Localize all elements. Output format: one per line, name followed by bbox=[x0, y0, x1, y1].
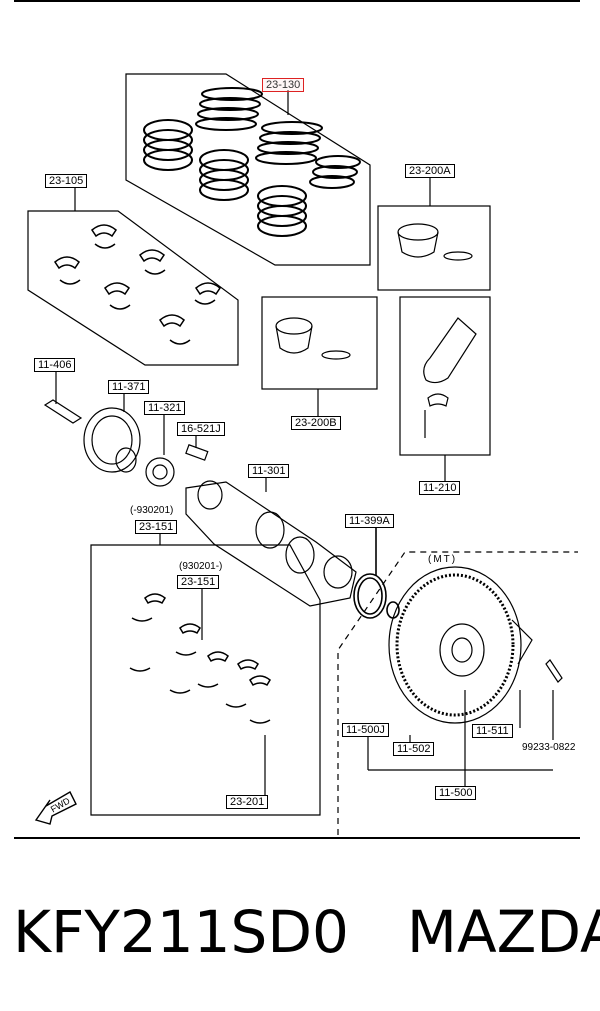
note-before-930201: (-930201) bbox=[130, 505, 174, 516]
label-11-210[interactable]: 11-210 bbox=[419, 481, 461, 495]
oil-seal bbox=[353, 527, 400, 619]
label-99233-0822[interactable]: 99233-0822 bbox=[522, 742, 576, 753]
label-11-500[interactable]: 11-500 bbox=[435, 786, 477, 800]
label-23-130[interactable]: 23-130 bbox=[262, 78, 305, 92]
label-11-399a[interactable]: 11-399A bbox=[345, 514, 394, 528]
note-after-930201: (930201-) bbox=[179, 561, 223, 572]
label-23-200a[interactable]: 23-200A bbox=[405, 164, 455, 178]
crank-pulley-assembly bbox=[43, 372, 209, 487]
label-11-321[interactable]: 11-321 bbox=[144, 401, 186, 415]
label-11-301[interactable]: 11-301 bbox=[248, 464, 290, 478]
mt-boundary bbox=[337, 551, 578, 835]
piston-assembly-panel bbox=[377, 176, 491, 291]
piston-panel-b bbox=[261, 296, 378, 416]
label-23-200b[interactable]: 23-200B bbox=[291, 416, 341, 430]
label-16-521j[interactable]: 16-521J bbox=[177, 422, 225, 436]
label-11-406[interactable]: 11-406 bbox=[34, 358, 76, 372]
label-23-151-upper[interactable]: 23-151 bbox=[135, 520, 178, 534]
caption: KFY211SD0 MAZDA bbox=[13, 892, 600, 972]
label-11-371[interactable]: 11-371 bbox=[108, 380, 150, 394]
label-23-151-lower[interactable]: 23-151 bbox=[177, 575, 220, 589]
label-23-201[interactable]: 23-201 bbox=[226, 795, 269, 809]
piston-ring-panel bbox=[125, 73, 371, 266]
brand-name: MAZDA bbox=[406, 898, 600, 966]
label-11-511[interactable]: 11-511 bbox=[472, 724, 513, 738]
label-11-502[interactable]: 11-502 bbox=[393, 742, 435, 756]
label-23-105[interactable]: 23-105 bbox=[45, 174, 88, 188]
exploded-engine-diagram bbox=[14, 0, 580, 839]
connecting-rod-panel bbox=[399, 296, 491, 481]
label-mt: (MT) bbox=[428, 554, 458, 565]
flywheel-bracket bbox=[367, 735, 553, 771]
main-bearing-panel bbox=[27, 188, 239, 366]
crankshaft bbox=[185, 474, 357, 607]
part-number: KFY211SD0 bbox=[13, 898, 349, 966]
fwd-arrow bbox=[34, 791, 77, 825]
lower-bearing-panel bbox=[90, 533, 321, 816]
label-11-500j[interactable]: 11-500J bbox=[342, 723, 389, 737]
